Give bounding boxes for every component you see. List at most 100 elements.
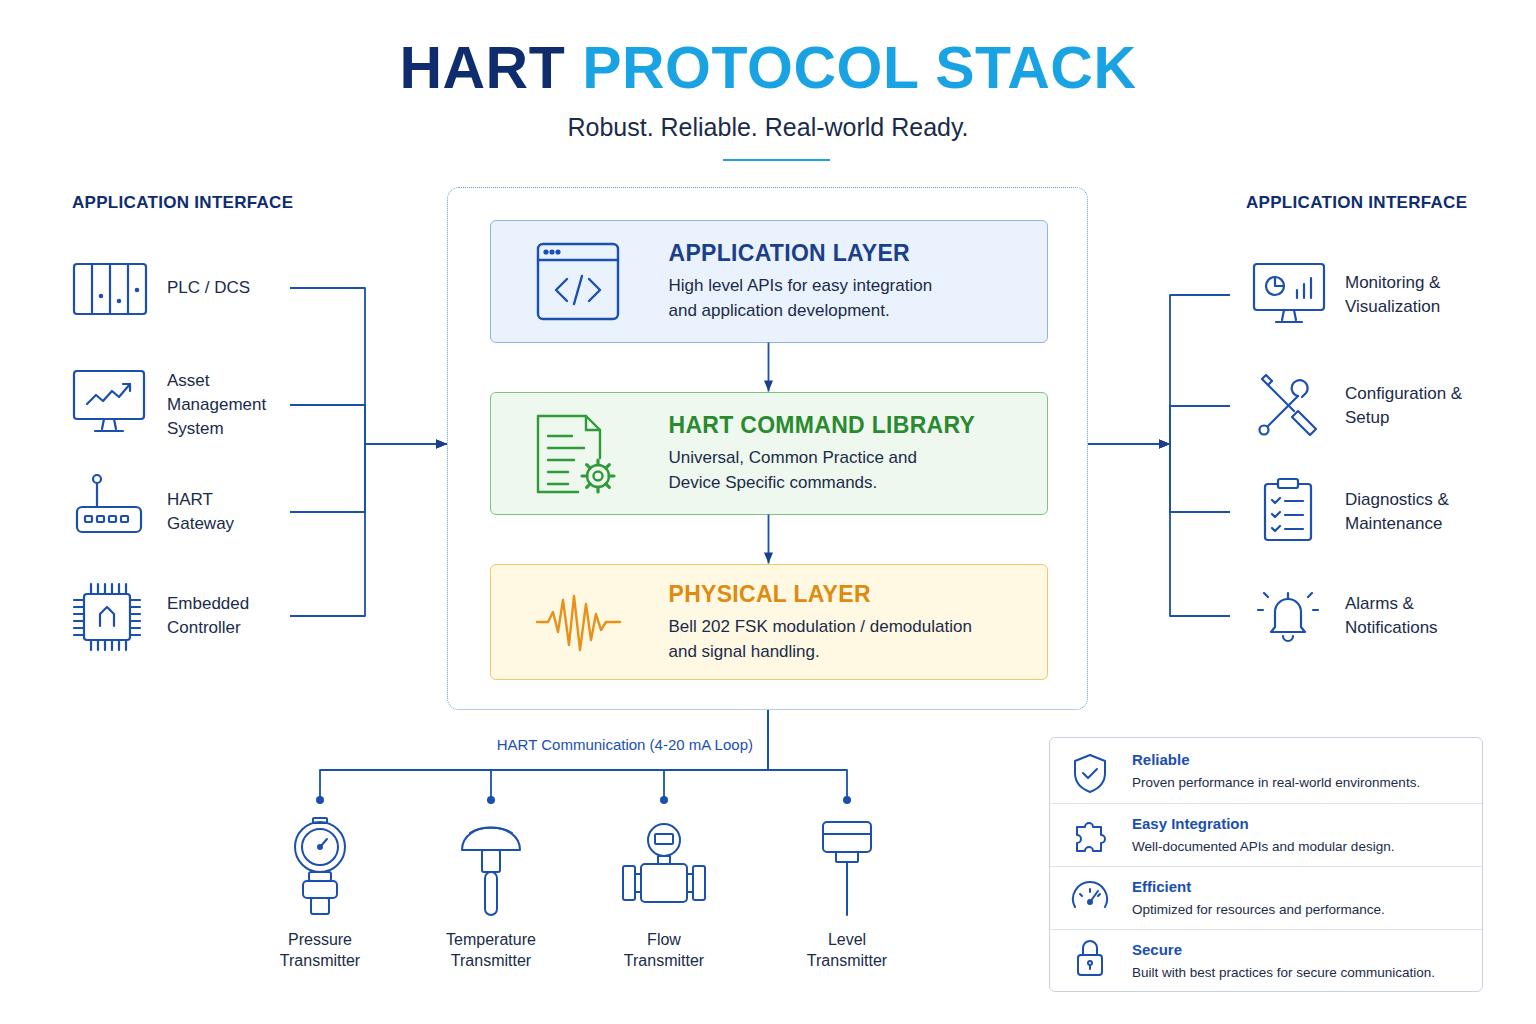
tools-icon <box>1292 380 1308 397</box>
title-rule <box>723 159 830 161</box>
asset-monitor-icon <box>74 371 144 419</box>
flow-transmitter-icon <box>623 866 635 900</box>
interface-label: PLC / DCS <box>167 276 271 300</box>
bell-icon <box>1283 636 1293 641</box>
plc-icon <box>118 300 120 302</box>
connector <box>320 710 768 800</box>
pressure-transmitter-icon <box>309 872 331 881</box>
interface-label: Monitoring & Visualization <box>1345 271 1470 319</box>
edge-label: HART Communication (4-20 mA Loop) <box>440 735 753 755</box>
connector-group <box>764 515 773 564</box>
feature-panel: ReliableProven performance in real-world… <box>1049 737 1483 992</box>
connector <box>290 444 447 616</box>
interface-item: Embedded Controller <box>70 584 290 648</box>
gateway-icon <box>109 516 116 522</box>
terminal-dot <box>316 796 324 804</box>
clipboard-icon <box>1265 484 1311 540</box>
monitor-chart-icon <box>1296 290 1298 298</box>
gateway-icon <box>85 516 92 522</box>
flow-transmitter-icon <box>648 824 680 856</box>
feature-row: EfficientOptimized for resources and per… <box>1050 866 1482 929</box>
interface-item: Diagnostics & Maintenance <box>1230 482 1480 542</box>
chip-icon <box>91 584 126 594</box>
terminal-dot <box>660 796 668 804</box>
bell-icon <box>1287 593 1289 599</box>
chip-icon <box>91 640 126 650</box>
gateway-icon <box>93 475 101 483</box>
interface-item: Monitoring & Visualization <box>1230 263 1480 327</box>
section-heading: APPLICATION INTERFACE <box>1246 192 1506 214</box>
bell-icon <box>1271 599 1305 632</box>
device-label: Temperature Transmitter <box>436 929 546 971</box>
flow-transmitter-icon <box>635 874 693 892</box>
feature-description: Well-documented APIs and modular design. <box>1132 837 1482 856</box>
monitor-chart-icon <box>1266 277 1284 295</box>
feature-title: Easy Integration <box>1132 814 1482 834</box>
plc-icon <box>74 264 146 314</box>
bell-icon <box>1258 593 1318 610</box>
arrow-head <box>436 440 447 449</box>
chip-icon <box>84 594 130 640</box>
field-device: Flow Transmitter <box>594 800 734 975</box>
arrow-head <box>1159 440 1170 449</box>
device-label: Flow Transmitter <box>609 929 719 971</box>
monitor-chart-icon <box>1276 310 1302 322</box>
device-label: Level Transmitter <box>792 929 902 971</box>
subtitle: Robust. Reliable. Real-world Ready. <box>0 111 1536 143</box>
connector-group <box>290 405 447 449</box>
tools-icon <box>1268 396 1298 426</box>
arrow-head <box>1159 440 1170 449</box>
interface-item: Configuration & Setup <box>1230 376 1480 436</box>
heading-rule <box>70 224 305 226</box>
tools-icon <box>1260 375 1317 435</box>
arrow-head <box>436 440 447 449</box>
layer-box: APPLICATION LAYERHigh level APIs for eas… <box>490 220 1048 343</box>
asset-monitor-icon <box>87 384 130 404</box>
flow-transmitter-icon <box>641 864 687 902</box>
flow-transmitter-icon <box>658 856 670 864</box>
monitor-chart-icon <box>1254 264 1324 310</box>
feature-row: ReliableProven performance in real-world… <box>1050 738 1482 803</box>
pressure-transmitter-icon <box>302 829 338 865</box>
feature-description: Proven performance in real-world environ… <box>1132 773 1482 792</box>
level-transmitter-icon <box>823 822 871 915</box>
monitor-chart-icon <box>1310 278 1312 298</box>
gateway-icon <box>96 484 98 507</box>
chip-icon <box>74 584 140 650</box>
arrow-head <box>1159 440 1170 449</box>
plc-icon <box>127 264 129 314</box>
level-transmitter-icon <box>836 852 858 862</box>
section-heading: APPLICATION INTERFACE <box>72 192 332 214</box>
asset-monitor-icon <box>95 419 123 431</box>
field-device: Temperature Transmitter <box>421 800 561 975</box>
clipboard-icon <box>1285 501 1303 529</box>
tools-icon <box>1262 375 1272 385</box>
arrow-head <box>764 381 773 392</box>
title-row: HART PROTOCOL STACK <box>0 30 1536 106</box>
monitor-chart-icon <box>1254 264 1324 322</box>
stack-container: APPLICATION LAYERHigh level APIs for eas… <box>447 187 1088 710</box>
connector-group <box>316 710 768 804</box>
feature-row: SecureBuilt with best practices for secu… <box>1050 929 1482 991</box>
interface-label: Alarms & Notifications <box>1345 592 1470 640</box>
temperature-transmitter-icon <box>462 828 520 916</box>
connector-group <box>764 343 773 392</box>
flow-transmitter-icon <box>623 824 705 902</box>
layer-box: HART COMMAND LIBRARYUniversal, Common Pr… <box>490 392 1048 515</box>
layer-description: Universal, Common Practice and Device Sp… <box>669 445 954 495</box>
level-transmitter-icon <box>846 862 848 915</box>
pressure-transmitter-icon <box>313 818 327 823</box>
field-device: Pressure Transmitter <box>250 800 390 975</box>
interface-label: Diagnostics & Maintenance <box>1345 488 1470 536</box>
connector-group <box>290 288 447 449</box>
chip-icon <box>100 607 114 626</box>
connector <box>290 444 447 512</box>
connector <box>664 710 768 800</box>
connector <box>1088 444 1230 616</box>
interface-label: HART Gateway <box>167 488 271 536</box>
connector-group <box>1088 440 1230 617</box>
pressure-transmitter-icon <box>295 818 345 914</box>
layer-description: High level APIs for easy integration and… <box>669 273 954 323</box>
arrow-head <box>764 553 773 564</box>
